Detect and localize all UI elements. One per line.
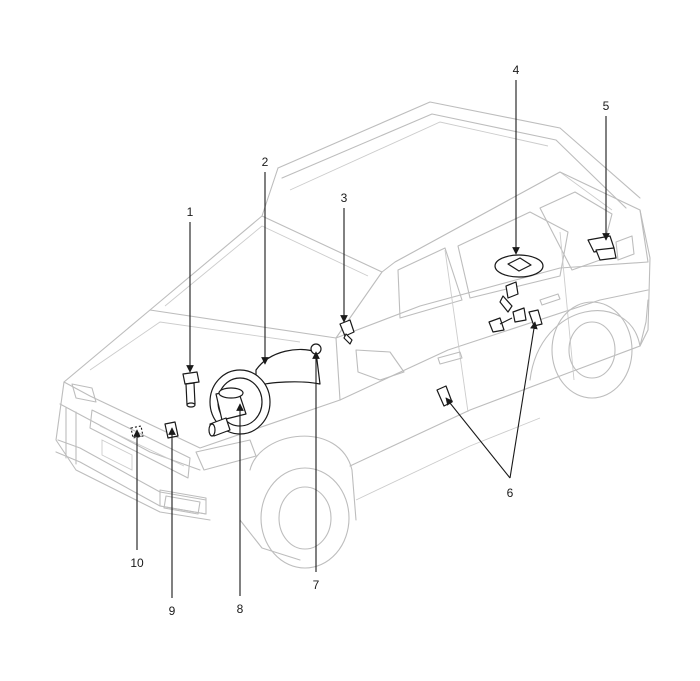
- component-8: [208, 369, 271, 437]
- vehicle-body-outline: [55, 101, 651, 569]
- callout-9: 9: [168, 604, 176, 618]
- leader-line-6a: [445, 397, 511, 479]
- callout-4: 4: [512, 63, 520, 77]
- component-4: [488, 254, 544, 333]
- callout-2: 2: [261, 155, 269, 169]
- callout-1: 1: [186, 205, 194, 219]
- callout-8: 8: [236, 602, 244, 616]
- component-2: [255, 348, 321, 387]
- component-5: [587, 235, 617, 261]
- component-10: [130, 425, 144, 439]
- callout-6: 6: [506, 486, 514, 500]
- components: [130, 235, 617, 439]
- callout-5: 5: [602, 99, 610, 113]
- callout-10: 10: [130, 556, 144, 570]
- callout-3: 3: [340, 191, 348, 205]
- component-3: [339, 319, 355, 345]
- leader-lines: [133, 80, 610, 598]
- leader-line-6b: [509, 321, 538, 479]
- component-1: [182, 371, 200, 408]
- callout-7: 7: [312, 578, 320, 592]
